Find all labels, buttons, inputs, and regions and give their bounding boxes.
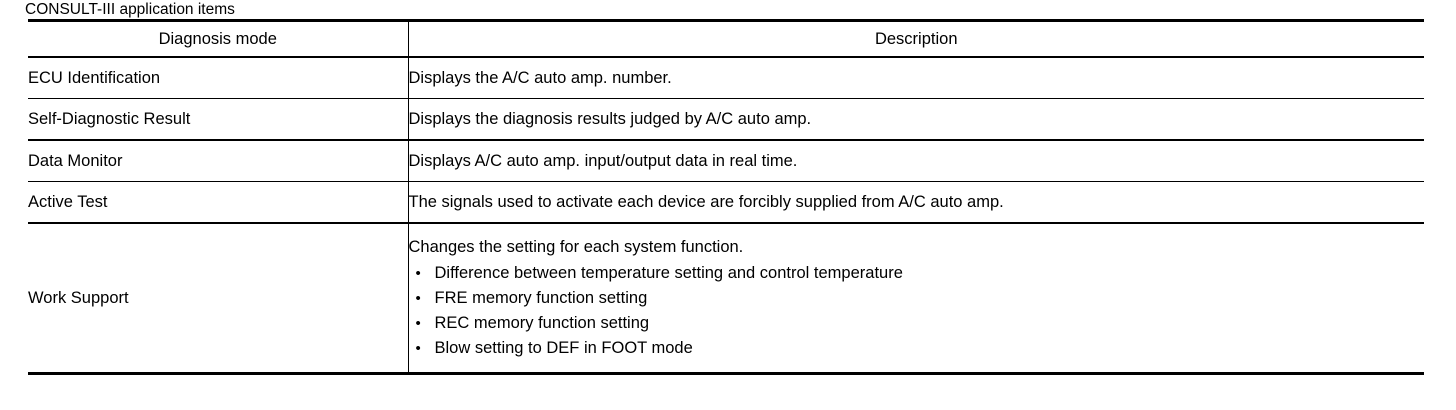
bullet-icon: • [415, 315, 421, 332]
description-bullet-list: • Difference between temperature setting… [409, 261, 1425, 361]
cell-diagnosis-mode: ECU Identification [28, 56, 409, 99]
cell-diagnosis-mode: Self-Diagnostic Result [28, 98, 409, 140]
cell-diagnosis-mode: Active Test [28, 181, 409, 223]
table-body: ECU Identification Displays the A/C auto… [28, 56, 1425, 375]
table-row: Data Monitor Displays A/C auto amp. inpu… [28, 139, 1424, 182]
list-item-label: FRE memory function setting [434, 289, 648, 307]
bullet-icon: • [415, 340, 421, 357]
list-item: • REC memory function setting [409, 311, 1425, 336]
bullet-icon: • [415, 265, 421, 282]
bullet-icon: • [415, 290, 421, 307]
table-header-row: Diagnosis mode Description [28, 19, 1424, 57]
list-item: • Blow setting to DEF in FOOT mode [409, 336, 1425, 361]
table-row: Active Test The signals used to activate… [28, 181, 1424, 223]
list-item-label: Blow setting to DEF in FOOT mode [434, 339, 693, 357]
table-row: Self-Diagnostic Result Displays the diag… [28, 98, 1424, 140]
table-row: ECU Identification Displays the A/C auto… [28, 56, 1424, 99]
cell-description: The signals used to activate each device… [408, 181, 1424, 223]
column-header-description: Description [408, 19, 1424, 57]
list-item: • FRE memory function setting [409, 286, 1425, 311]
cell-diagnosis-mode: Work Support [28, 222, 409, 375]
consult-application-items-table: Diagnosis mode Description ECU Identific… [28, 19, 1424, 375]
cell-diagnosis-mode: Data Monitor [28, 139, 409, 182]
description-lead-text: Changes the setting for each system func… [408, 238, 744, 256]
table-row-work-support: Work Support Changes the setting for eac… [28, 222, 1425, 375]
column-header-diagnosis-mode: Diagnosis mode [28, 19, 409, 57]
list-item: • Difference between temperature setting… [409, 261, 1425, 286]
table-caption: CONSULT-III application items [25, 1, 235, 18]
list-item-label: REC memory function setting [434, 314, 650, 332]
table-header: Diagnosis mode Description [28, 19, 1424, 57]
cell-description: Displays the diagnosis results judged by… [408, 98, 1424, 140]
cell-description: Displays A/C auto amp. input/output data… [408, 139, 1424, 182]
cell-description: Changes the setting for each system func… [408, 222, 1425, 375]
list-item-label: Difference between temperature setting a… [434, 264, 903, 282]
cell-description: Displays the A/C auto amp. number. [408, 56, 1424, 99]
